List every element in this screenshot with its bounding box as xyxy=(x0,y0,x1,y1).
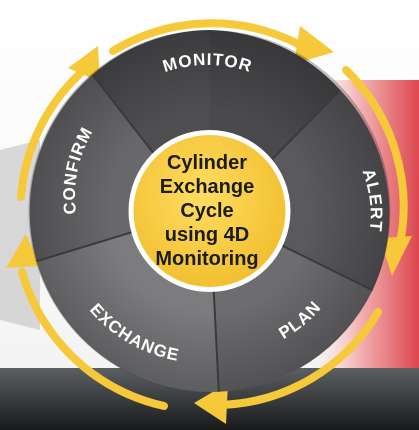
arrowhead-left-icon xyxy=(6,234,40,268)
cycle-arrowheads xyxy=(6,26,412,424)
segment-dividers xyxy=(36,74,374,392)
background-metal-left xyxy=(0,140,40,330)
arrowhead-topleft-icon xyxy=(68,46,100,82)
cycle-arrow-ring xyxy=(17,19,408,410)
arrowhead-bottom-icon xyxy=(194,383,228,424)
arrowhead-top-icon xyxy=(294,26,334,64)
center-disc xyxy=(133,135,286,287)
arrowhead-right-icon xyxy=(380,236,412,276)
